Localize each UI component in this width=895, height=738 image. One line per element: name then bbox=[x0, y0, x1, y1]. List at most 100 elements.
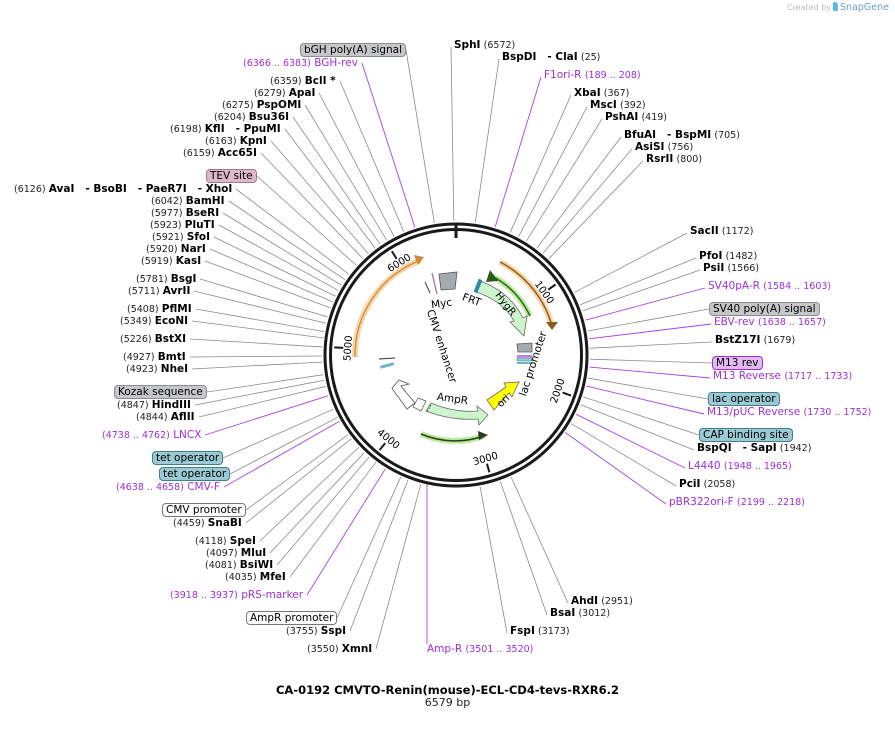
primer-cmv-f[interactable]: (4638 .. 4658) CMV-F bbox=[116, 481, 220, 494]
enzyme-site-bstxi[interactable]: (5226) BstXI bbox=[120, 333, 186, 346]
enzyme-site-spei[interactable]: (4118) SpeI bbox=[195, 535, 256, 548]
enzyme-site-snabi[interactable]: (4459) SnaBI bbox=[173, 517, 242, 530]
enzyme-site-bspdi-clai[interactable]: BspDI - ClaI (25) bbox=[502, 51, 600, 64]
enzyme-position: (6126) bbox=[14, 184, 46, 195]
enzyme-site-bsgi[interactable]: (5781) BsgI bbox=[136, 273, 196, 286]
primer-lncx[interactable]: (4738 .. 4762) LNCX bbox=[102, 429, 201, 442]
feature-tet-operator[interactable]: tet operator bbox=[152, 451, 224, 465]
enzyme-site-rsrii[interactable]: RsrII (800) bbox=[646, 153, 702, 166]
enzyme-site-bmti[interactable]: (4927) BmtI bbox=[123, 351, 186, 364]
enzyme-site-sfoi[interactable]: (5921) SfoI bbox=[152, 231, 210, 244]
tet-operator-features bbox=[379, 362, 395, 369]
enzyme-site-ahdi[interactable]: AhdI (2951) bbox=[571, 595, 633, 608]
leader-line bbox=[589, 358, 713, 364]
enzyme-site-kasi[interactable]: (5919) KasI bbox=[141, 255, 201, 268]
enzyme-site-bseri[interactable]: (5977) BseRI bbox=[151, 207, 219, 220]
primer-f1ori-r[interactable]: F1ori-R (189 .. 208) bbox=[544, 69, 641, 82]
enzyme-site-xmni[interactable]: (3550) XmnI bbox=[307, 643, 372, 656]
feature-ampr-promoter[interactable]: AmpR promoter bbox=[246, 611, 338, 625]
enzyme-site-msci[interactable]: MscI (392) bbox=[590, 99, 646, 112]
enzyme-site-bspqi-sapi[interactable]: BspQI - SapI (1942) bbox=[697, 442, 811, 455]
enzyme-site-bstz17i[interactable]: BstZ17I (1679) bbox=[715, 334, 795, 347]
enzyme-site-bsiwi[interactable]: (4081) BsiWI bbox=[205, 559, 273, 572]
enzyme-position: (419) bbox=[641, 112, 668, 123]
primer-amp-r[interactable]: Amp-R (3501 .. 3520) bbox=[427, 643, 533, 656]
enzyme-site-sacii[interactable]: SacII (1172) bbox=[690, 225, 753, 238]
enzyme-site-nari[interactable]: (5920) NarI bbox=[146, 243, 206, 256]
primer-range: (4738 .. 4762) bbox=[102, 430, 170, 441]
enzyme-name: RsrII bbox=[646, 153, 674, 165]
enzyme-name: HindIII bbox=[151, 399, 191, 411]
enzyme-position: (4035) bbox=[225, 572, 257, 583]
enzyme-name: XmnI bbox=[341, 643, 373, 655]
enzyme-name: AflII bbox=[170, 411, 195, 423]
ampr-feature-arrow bbox=[425, 402, 489, 426]
enzyme-site-bsu36i[interactable]: (6204) Bsu36I bbox=[214, 111, 289, 124]
primer-prs-marker[interactable]: (3918 .. 3937) pRS-marker bbox=[170, 589, 303, 602]
primer-m13-puc-reverse[interactable]: M13/pUC Reverse (1730 .. 1752) bbox=[707, 406, 871, 419]
primer-sv40pa-r[interactable]: SV40pA-R (1584 .. 1603) bbox=[708, 280, 831, 293]
enzyme-site-sphi[interactable]: SphI (6572) bbox=[454, 39, 515, 52]
feature-cmv-promoter[interactable]: CMV promoter bbox=[162, 503, 246, 517]
enzyme-site-pcii[interactable]: PciI (2058) bbox=[679, 478, 735, 491]
feature-tet-operator[interactable]: tet operator bbox=[159, 467, 231, 481]
feature-cap-binding-site[interactable]: CAP binding site bbox=[699, 428, 793, 442]
primer-name: BGH-rev bbox=[314, 57, 358, 69]
enzyme-site-mlui[interactable]: (4097) MluI bbox=[206, 547, 266, 560]
enzyme-name: BsgI bbox=[170, 273, 197, 285]
enzyme-site-apai[interactable]: (6279) ApaI bbox=[254, 87, 315, 100]
enzyme-site-pluti[interactable]: (5923) PluTI bbox=[150, 219, 215, 232]
leader-line bbox=[195, 308, 325, 333]
enzyme-name: BseRI bbox=[185, 207, 220, 219]
leader-line bbox=[587, 377, 709, 400]
enzyme-name: SphI bbox=[454, 39, 481, 51]
enzyme-site-bfuai-bspmi[interactable]: BfuAI - BspMI (705) bbox=[624, 129, 740, 142]
feature-kozak-sequence[interactable]: Kozak sequence bbox=[114, 385, 207, 399]
primer-pbr322ori-f[interactable]: pBR322ori-F (2199 .. 2218) bbox=[669, 496, 805, 509]
enzyme-site-acc65i[interactable]: (6159) Acc65I bbox=[183, 147, 257, 160]
enzyme-site-kpni[interactable]: (6163) KpnI bbox=[205, 135, 267, 148]
enzyme-site-kfli-ppumi[interactable]: (6198) KflI - PpuMI bbox=[170, 123, 281, 136]
primer-ebv-rev[interactable]: EBV-rev (1638 .. 1657) bbox=[714, 316, 826, 329]
leader-line bbox=[193, 290, 326, 324]
enzyme-site-pfoi[interactable]: PfoI (1482) bbox=[699, 250, 757, 263]
enzyme-site-psii[interactable]: PsiI (1566) bbox=[703, 262, 759, 275]
primer-range: (1584 .. 1603) bbox=[763, 281, 832, 292]
enzyme-site-aflii[interactable]: (4844) AflII bbox=[136, 411, 195, 424]
leader-line bbox=[336, 476, 402, 619]
enzyme-site-bamhi[interactable]: (6042) BamHI bbox=[151, 195, 225, 208]
feature-tev-site[interactable]: TEV site bbox=[206, 169, 257, 183]
leader-line bbox=[292, 116, 381, 245]
enzyme-site-sspi[interactable]: (3755) SspI bbox=[286, 625, 346, 638]
enzyme-site-bsai[interactable]: BsaI (3012) bbox=[550, 607, 610, 620]
leader-line bbox=[588, 323, 712, 340]
tick-label-3000: 3000 bbox=[472, 451, 499, 469]
primer-l4440[interactable]: L4440 (1948 .. 1965) bbox=[688, 460, 792, 473]
enzyme-site-pflmi[interactable]: (5408) PflMI bbox=[127, 303, 192, 316]
enzyme-site-asisi[interactable]: AsiSI (756) bbox=[635, 141, 693, 154]
enzyme-site-nhei[interactable]: (4923) NheI bbox=[126, 363, 188, 376]
enzyme-site-fspi[interactable]: FspI (3173) bbox=[510, 625, 570, 638]
leader-line bbox=[218, 224, 339, 291]
enzyme-site-avrii[interactable]: (5711) AvrII bbox=[128, 285, 190, 298]
primer-m13-reverse[interactable]: M13 Reverse (1717 .. 1733) bbox=[713, 370, 852, 383]
leader-line bbox=[589, 366, 711, 379]
primer-range: (1638 .. 1657) bbox=[757, 317, 826, 328]
enzyme-site-avai-bsobi-paer7i-xhoi[interactable]: (6126) AvaI - BsoBI - PaeR7I - XhoI bbox=[14, 183, 232, 196]
enzyme-site-econi[interactable]: (5349) EcoNI bbox=[120, 315, 188, 328]
feature-bgh-poly-a-signal[interactable]: bGH poly(A) signal bbox=[300, 43, 407, 57]
feature-sv40-poly-a-signal[interactable]: SV40 poly(A) signal bbox=[709, 302, 820, 316]
enzyme-site-xbai[interactable]: XbaI (367) bbox=[574, 87, 629, 100]
leader-line bbox=[245, 434, 349, 511]
primer-bgh-rev[interactable]: (6366 .. 6383) BGH-rev bbox=[243, 57, 358, 70]
enzyme-site-pspomi[interactable]: (6275) PspOMI bbox=[222, 99, 301, 112]
m13rev-feature bbox=[517, 355, 532, 358]
feature-m13-rev[interactable]: M13 rev bbox=[712, 356, 763, 370]
enzyme-site-bcli[interactable]: (6359) BclI * bbox=[270, 75, 336, 88]
leader-line bbox=[589, 341, 713, 349]
enzyme-site-pshai[interactable]: PshAI (419) bbox=[605, 111, 667, 124]
feature-lac-operator[interactable]: lac operator bbox=[708, 392, 780, 406]
enzyme-site-mfei[interactable]: (4035) MfeI bbox=[225, 571, 286, 584]
enzyme-site-hindiii[interactable]: (4847) HindIII bbox=[117, 399, 191, 412]
